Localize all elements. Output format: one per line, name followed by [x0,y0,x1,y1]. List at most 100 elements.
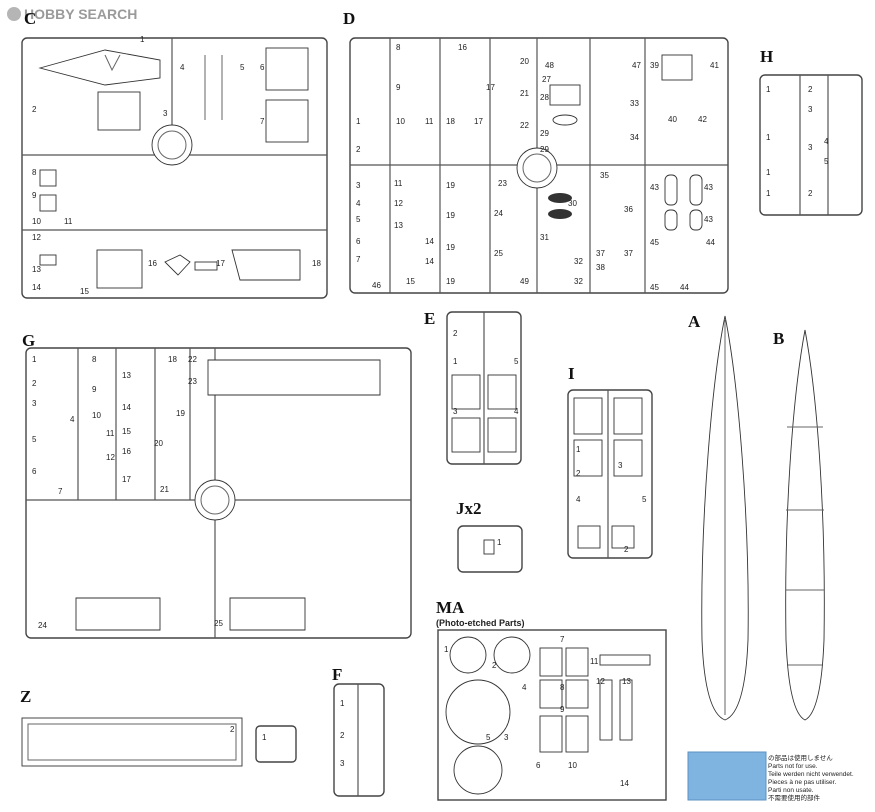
part-number-label: 11 [394,179,403,188]
part-number-label: 2 [32,379,37,388]
part-number-label: 9 [92,385,97,394]
part-number-label: 45 [650,283,659,292]
part-number-label: 1 [453,357,458,366]
part-number-label: 12 [32,233,41,242]
part-number-label: 24 [38,621,47,630]
part-number-label: 2 [576,469,581,478]
part-number-label: 5 [824,157,829,166]
part-number-label: 15 [406,277,415,286]
part-number-label: 38 [596,263,605,272]
part-number-label: 15 [122,427,131,436]
part-number-label: 25 [214,619,223,628]
part-number-label: 19 [176,409,185,418]
part-number-label: 29 [540,129,549,138]
part-number-label: 14 [425,237,434,246]
part-number-label: 29 [540,145,549,154]
part-number-label: 5 [240,63,245,72]
sprue-j: Jx2 1 [456,499,523,573]
part-number-label: 2 [492,661,497,670]
hull-b: B [773,329,825,721]
part-number-label: 7 [58,487,63,496]
legend-line-2: Parts not for use. [768,763,818,770]
part-c6 [265,47,309,91]
part-number-label: 48 [545,61,554,70]
sprue-h-label: H [760,47,773,66]
sprue-i-label: I [568,364,575,383]
part-g24 [75,597,161,631]
part-number-label: 5 [514,357,519,366]
part-number-label: 18 [446,117,455,126]
part-number-label: 7 [560,635,565,644]
legend-line-3: Teile werden nicht verwendet. [768,771,854,778]
sprue-ma-label: MA [436,598,465,617]
part-number-label: 4 [180,63,185,72]
part-number-label: 34 [630,133,639,142]
part-number-label: 10 [568,761,577,770]
part-number-label: 14 [32,283,41,292]
part-number-label: 13 [122,371,131,380]
part-number-label: 5 [486,733,491,742]
part-z1-frame [255,725,297,763]
part-number-label: 1 [32,355,37,364]
part-number-label: 27 [542,75,551,84]
part-number-label: 42 [698,115,707,124]
part-number-label: 2 [230,725,235,734]
part-number-label: 16 [148,259,157,268]
part-number-label: 19 [446,211,455,220]
part-number-label: 11 [590,657,599,666]
part-number-label: 1 [444,645,449,654]
part-number-label: 37 [596,249,605,258]
part-number-label: 3 [163,109,168,118]
part-number-label: 1 [576,445,581,454]
part-number-label: 4 [824,137,829,146]
sprue-z-label: Z [20,687,31,706]
part-number-label: 16 [122,447,131,456]
hull-a: A [688,312,749,721]
sprue-g: G 1 2 3 4 5 6 7 8 9 10 11 12 13 14 15 16… [22,331,412,639]
part-number-label: 5 [642,495,647,504]
part-number-label: 45 [650,238,659,247]
part-number-label: 11 [106,429,115,438]
sprue-ma-frame [437,629,667,801]
sprue-g-label: G [22,331,35,350]
part-number-label: 9 [32,191,37,200]
legend-line-6: 不需要使用的部件 [768,793,821,802]
part-number-label: 25 [494,249,503,258]
part-number-label: 6 [536,761,541,770]
part-number-label: 17 [486,83,495,92]
part-number-label: 21 [520,89,529,98]
part-number-label: 49 [520,277,529,286]
part-number-label: 31 [540,233,549,242]
legend-swatch [687,751,767,801]
part-c16 [164,254,191,276]
part-number-label: 12 [394,199,403,208]
sprue-d: D 8 16 20 48 47 39 41 27 21 22 33 34 40 … [343,9,729,294]
part-number-label: 28 [540,93,549,102]
part-number-label: 1 [766,133,771,142]
sprue-c-frame [21,37,328,299]
part-number-label: 3 [340,759,345,768]
legend: の部品は使用しません Parts not for use. Teile werd… [687,751,854,802]
part-number-label: 43 [704,215,713,224]
part-number-label: 14 [425,257,434,266]
part-number-label: 1 [262,733,267,742]
part-number-label: 1 [140,35,145,44]
part-number-label: 1 [766,168,771,177]
part-z2 [21,717,243,767]
part-number-label: 40 [668,115,677,124]
part-number-label: 41 [710,61,719,70]
part-number-label: 11 [64,217,73,226]
hull-a-label: A [688,312,701,331]
part-number-label: 8 [32,168,37,177]
part-number-label: 43 [704,183,713,192]
sprue-c-label: C [24,9,36,28]
part-number-label: 13 [622,677,631,686]
part-c3 [97,91,141,131]
part-number-label: 37 [624,249,633,258]
part-number-label: 9 [560,705,565,714]
part-number-label: 8 [92,355,97,364]
part-number-label: 44 [680,283,689,292]
part-number-label: 19 [446,277,455,286]
sprue-i-frame [567,389,653,559]
